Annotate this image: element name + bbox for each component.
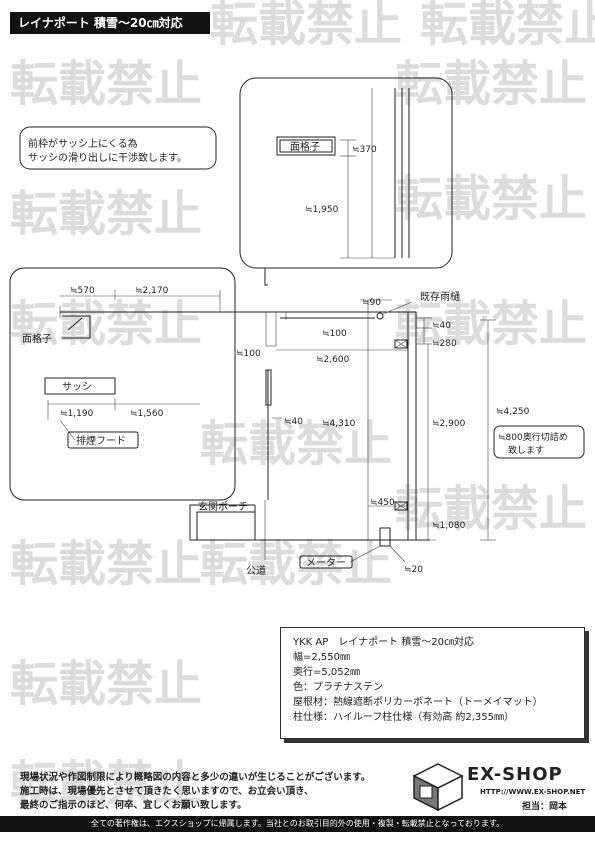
grille-left-label: 面格子: [22, 332, 52, 345]
watermark: 転載禁止: [10, 656, 202, 712]
notice-line-3: 最終のご指示のほど、何卒、宜しくお願い致します。: [20, 800, 247, 811]
porch-label: 玄関ポーチ: [198, 500, 248, 513]
dim-450: ≒450: [370, 498, 395, 508]
dim-1560: ≒1,560: [130, 409, 164, 419]
watermark: 転載禁止: [10, 56, 202, 112]
watermark: 転載禁止: [10, 536, 202, 592]
grille-top-inner: [279, 139, 333, 153]
dim-4310: ≒4,310: [322, 419, 356, 429]
page-title: レイナポート 積雪～20㎝対応: [10, 12, 210, 34]
staff-name: 担当：岡本: [522, 802, 568, 812]
watermark: 転載禁止: [395, 481, 587, 537]
dim-2170: ≒2,170: [135, 286, 169, 296]
meter-label: メーター: [306, 557, 346, 569]
post-cap-x: [394, 339, 408, 349]
grille-top-box: [276, 136, 336, 156]
watermark: 転載禁止: [200, 416, 392, 472]
dim-570: ≒570: [70, 286, 95, 296]
dim-20: ≒20: [404, 565, 423, 575]
notice-line-2: 施工時は、現場優先とさせて頂きたく思いますので、お立会い頂き、: [20, 786, 314, 797]
depth-cut-line2: 致します: [508, 444, 544, 456]
spec-product: YKK AP レイナポート 積雪～20㎝対応: [293, 637, 474, 648]
note-frame-line1: 前枠がサッシ上にくる為: [28, 137, 138, 150]
watermark: 転載禁止: [420, 0, 595, 52]
dim-2600: ≒2,600: [316, 355, 350, 365]
spec-width: 幅=2,550㎜: [293, 652, 351, 663]
ex-shop-logo: EX-SHOP HTTP://WWW.EX-SHOP.NET 担当：岡本: [412, 762, 587, 812]
depth-cut-box: [493, 425, 585, 459]
spec-box: YKK AP レイナポート 積雪～20㎝対応 幅=2,550㎜ 奥行=5,052…: [280, 627, 585, 739]
dim-2900: ≒2,900: [432, 419, 466, 429]
post-left-base: [265, 369, 272, 406]
spec-roof: 屋根材：熱線遮断ポリカーボネート（トーメイマット）: [293, 697, 543, 708]
grille-left-leader: [67, 317, 83, 331]
logo-url: HTTP://WWW.EX-SHOP.NET: [480, 788, 586, 796]
sash-box: [44, 377, 116, 395]
dimension-leader: [389, 545, 406, 563]
gutter-circle: [376, 312, 384, 320]
building-left-outline: [9, 267, 236, 501]
grille-top-label: 面格子: [290, 140, 320, 153]
gutter-leader: [382, 301, 413, 315]
watermark: 転載禁止: [10, 296, 202, 352]
watermark: 転載禁止: [395, 56, 587, 112]
meter-label-box: [299, 555, 353, 569]
dim-1950: ≒1,950: [305, 205, 339, 215]
watermark: 転載禁止: [395, 296, 587, 352]
dim-40b: ≒40: [284, 417, 303, 427]
grille-left-frame: [62, 315, 91, 339]
spec-pillar: 柱仕様：ハイルーフ柱仕様（有効高 約2,355㎜）: [293, 712, 515, 723]
watermark-layer: 転載禁止 転載禁止 転載禁止 転載禁止 転載禁止 転載禁止 転載禁止 転載禁止 …: [10, 0, 595, 812]
dim-90: ≒90: [362, 298, 381, 308]
dim-1080: ≒1,080: [432, 521, 466, 531]
note-frame-box: [19, 126, 217, 170]
meter-box: [379, 527, 391, 547]
spec-depth: 奥行=5,052㎜: [293, 667, 361, 678]
logo-cube-icon: [412, 763, 464, 812]
spec-color: 色：プラチナステン: [293, 682, 383, 693]
hood-leader: [59, 419, 76, 441]
watermark: 転載禁止: [200, 536, 392, 592]
watermark: 転載禁止: [395, 171, 587, 227]
note-frame-line2: サッシの滑り出しに干渉致します。: [28, 151, 187, 164]
dim-4250: ≒4,250: [496, 407, 530, 417]
exhaust-hood-box: [67, 431, 139, 449]
watermark: 転載禁止: [210, 0, 402, 52]
dim-280: ≒280: [432, 339, 457, 349]
dim-370: ≒370: [352, 145, 377, 155]
dim-100b: ≒100: [236, 349, 261, 359]
porch-outline: [189, 504, 255, 540]
logo-name: EX-SHOP: [467, 764, 563, 785]
dim-100a: ≒100: [322, 329, 347, 339]
exhaust-hood-label: 排煙フード: [76, 434, 126, 447]
meter-leader: [349, 545, 381, 563]
road-label: 公道: [246, 564, 266, 577]
watermark: 転載禁止: [10, 186, 202, 242]
sash-label: サッシ: [62, 381, 92, 393]
depth-cut-line1: ≒800奥行切詰め: [498, 431, 568, 443]
watermark: 転載禁止: [10, 756, 202, 812]
porch-step: [196, 511, 255, 540]
building-joint: [264, 268, 268, 286]
footer-copyright: 全ての著作権は、エクスショップに帰属します。当社とのお取引目的外の使用・複製・転…: [0, 816, 595, 832]
gutter-label: 既存雨樋: [420, 290, 460, 303]
post-cap: [394, 339, 408, 349]
dim-40a: ≒40: [432, 321, 451, 331]
notice-line-1: 現場状況や作図制限により概略図の内容と多少の違いが生じることがございます。: [20, 772, 371, 783]
building-top-outline: [239, 77, 453, 269]
dim-1190: ≒1,190: [60, 409, 94, 419]
notice-text: 現場状況や作図制限により概略図の内容と多少の違いが生じることがございます。 施工…: [20, 771, 370, 813]
